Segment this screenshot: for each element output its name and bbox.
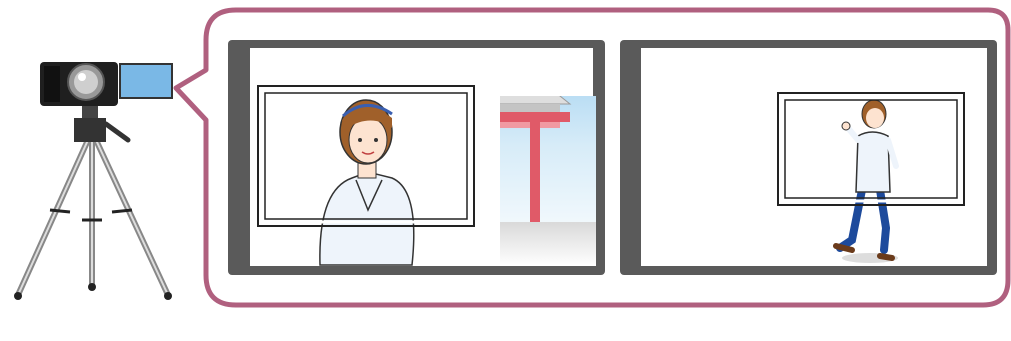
camcorder-on-tripod-icon <box>14 62 172 300</box>
screen-left <box>228 40 605 275</box>
screen-right <box>620 40 997 275</box>
